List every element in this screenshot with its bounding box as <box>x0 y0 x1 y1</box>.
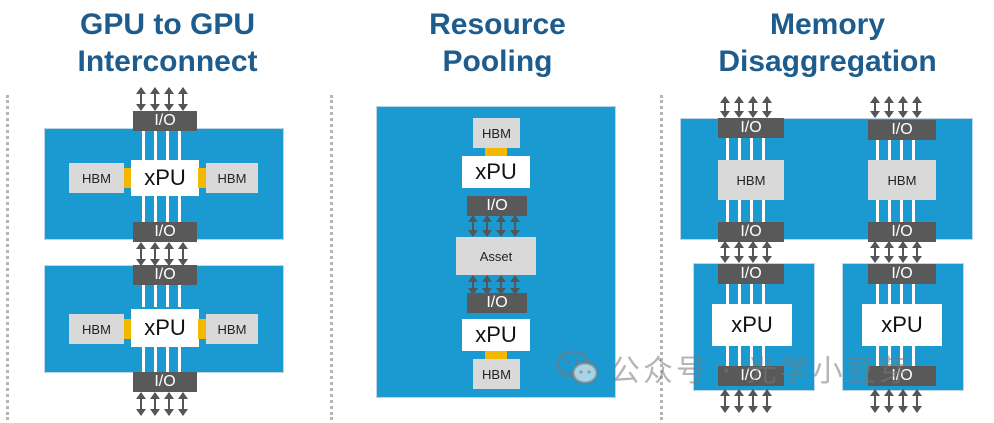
io-bus <box>876 346 922 366</box>
hbm-block: HBM <box>69 314 124 344</box>
io-bus <box>142 344 188 372</box>
io-bus <box>726 346 772 366</box>
io-arrows <box>468 215 522 237</box>
xpu-chip: xPU <box>862 304 942 346</box>
io-arrows <box>136 87 190 111</box>
hbm-link <box>124 168 132 188</box>
io-block: I/O <box>718 118 784 138</box>
io-arrows <box>720 389 774 413</box>
divider-middle-right <box>660 95 663 420</box>
xpu-chip: xPU <box>131 160 199 196</box>
hbm-block: HBM <box>868 160 936 200</box>
io-bus <box>876 140 922 160</box>
title-gpu-to-gpu-interconnect: GPU to GPU Interconnect <box>40 6 295 80</box>
divider-left <box>6 95 9 420</box>
hbm-link <box>124 319 132 339</box>
io-bus <box>142 282 188 307</box>
io-arrows <box>136 392 190 416</box>
io-bus <box>142 196 188 224</box>
hbm-block: HBM <box>206 163 258 193</box>
io-arrows <box>720 96 774 118</box>
io-arrows <box>870 96 924 118</box>
hbm-link <box>198 319 206 339</box>
wechat-icon <box>556 350 599 385</box>
io-arrows <box>720 241 774 263</box>
io-bus <box>726 200 772 222</box>
io-bus <box>726 138 772 160</box>
hbm-link <box>198 168 206 188</box>
title-line-1: GPU to GPU <box>79 8 255 41</box>
io-bus <box>726 284 772 304</box>
io-block: I/O <box>467 196 527 216</box>
io-block: I/O <box>718 366 784 386</box>
io-block: I/O <box>868 366 936 386</box>
io-block: I/O <box>868 264 936 284</box>
io-block: I/O <box>868 222 936 242</box>
xpu-chip: xPU <box>462 319 530 351</box>
hbm-block: HBM <box>69 163 124 193</box>
hbm-block: HBM <box>718 160 784 200</box>
io-block: I/O <box>718 222 784 242</box>
xpu-chip: xPU <box>712 304 792 346</box>
io-block: I/O <box>868 120 936 140</box>
title-line-1: Memory <box>769 8 886 41</box>
xpu-chip: xPU <box>131 309 199 347</box>
io-block: I/O <box>133 265 197 285</box>
watermark-text: 公众号 · 光学小豆芽 <box>610 354 912 389</box>
io-arrows <box>136 242 190 266</box>
title-resource-pooling: Resource Pooling <box>370 6 625 80</box>
io-arrows <box>468 275 522 295</box>
hbm-block: HBM <box>473 359 520 389</box>
io-block: I/O <box>718 264 784 284</box>
asset-block: Asset <box>456 237 536 275</box>
xpu-chip: xPU <box>462 156 530 188</box>
io-bus <box>876 284 922 304</box>
io-block: I/O <box>467 293 527 313</box>
io-arrows <box>870 389 924 413</box>
hbm-link <box>485 351 507 359</box>
title-line-2: Disaggregation <box>718 45 937 78</box>
hbm-block: HBM <box>206 314 258 344</box>
title-line-2: Interconnect <box>77 45 258 78</box>
io-bus <box>876 200 922 222</box>
io-block: I/O <box>133 222 197 242</box>
title-line-2: Pooling <box>442 45 553 78</box>
io-arrows <box>870 241 924 263</box>
divider-middle-left <box>330 95 333 420</box>
io-block: I/O <box>133 372 197 392</box>
title-memory-disaggregation: Memory Disaggregation <box>690 6 965 80</box>
hbm-link <box>485 148 507 156</box>
io-bus <box>142 125 188 160</box>
title-line-1: Resource <box>429 8 566 41</box>
hbm-block: HBM <box>473 118 520 148</box>
watermark: 公众号 · 光学小豆芽 <box>556 346 912 390</box>
io-block: I/O <box>133 111 197 131</box>
